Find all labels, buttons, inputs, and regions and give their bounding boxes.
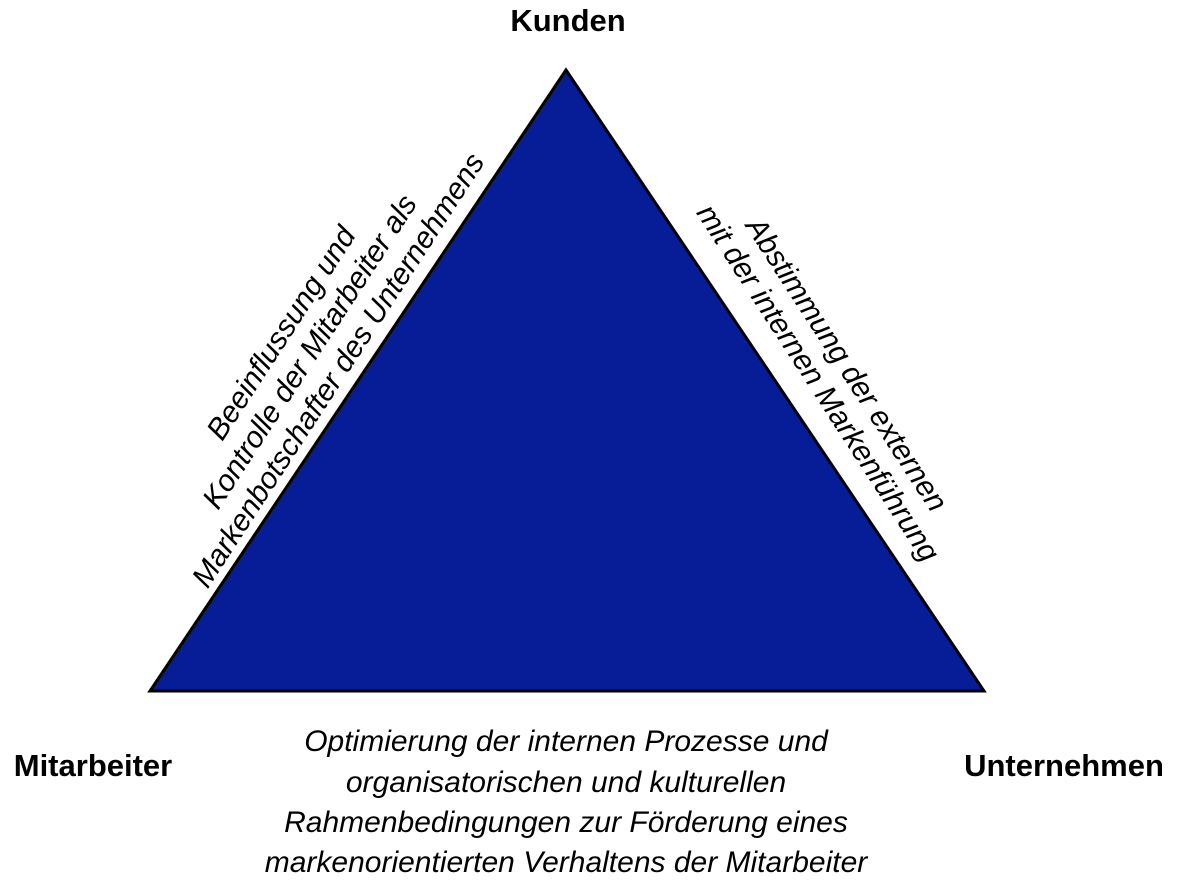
triangle bbox=[147, 67, 987, 693]
vertex-label-mitarbeiter: Mitarbeiter bbox=[14, 748, 172, 783]
bottom-side-line-2: organisatorischen und kulturellen bbox=[346, 766, 786, 799]
vertex-label-kunden: Kunden bbox=[510, 3, 625, 38]
bottom-side-line-3: Rahmenbedingungen zur Förderung eines bbox=[284, 806, 848, 839]
bottom-side-label: Optimierung der internen Prozesse und or… bbox=[265, 725, 869, 879]
bottom-side-line-1: Optimierung der internen Prozesse und bbox=[304, 725, 829, 758]
vertex-label-unternehmen: Unternehmen bbox=[964, 748, 1164, 783]
bottom-side-line-4: markenorientierten Verhaltens der Mitarb… bbox=[265, 846, 869, 879]
